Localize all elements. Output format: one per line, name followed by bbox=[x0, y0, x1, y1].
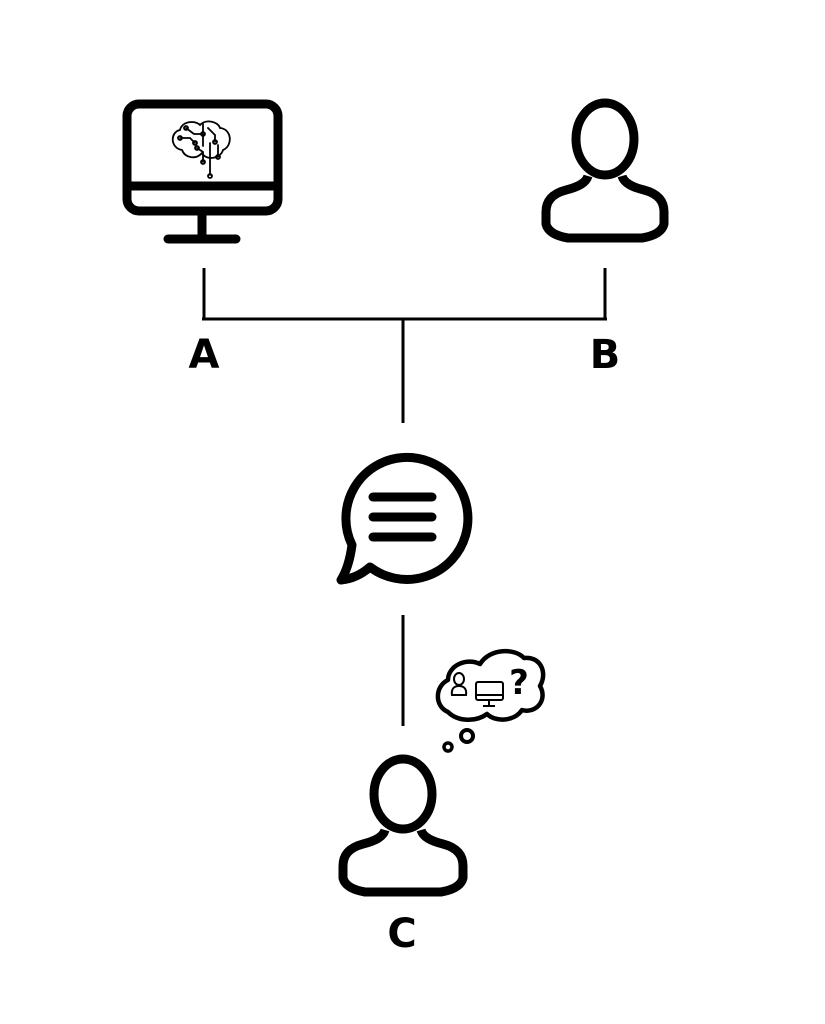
connector-lines bbox=[202, 268, 607, 423]
person-c-icon bbox=[338, 754, 468, 897]
label-a: A bbox=[189, 332, 220, 378]
mini-person-icon bbox=[450, 672, 468, 696]
label-c: C bbox=[387, 911, 416, 957]
person-b-icon bbox=[541, 98, 669, 243]
speech-bubble-icon bbox=[336, 452, 473, 585]
label-b: B bbox=[590, 332, 621, 378]
brain-circuit-icon bbox=[171, 120, 231, 179]
thought-bubble-icon: ? bbox=[435, 649, 546, 753]
question-mark: ? bbox=[509, 663, 529, 703]
computer-monitor-icon bbox=[122, 99, 283, 244]
mini-monitor-icon bbox=[475, 681, 504, 707]
